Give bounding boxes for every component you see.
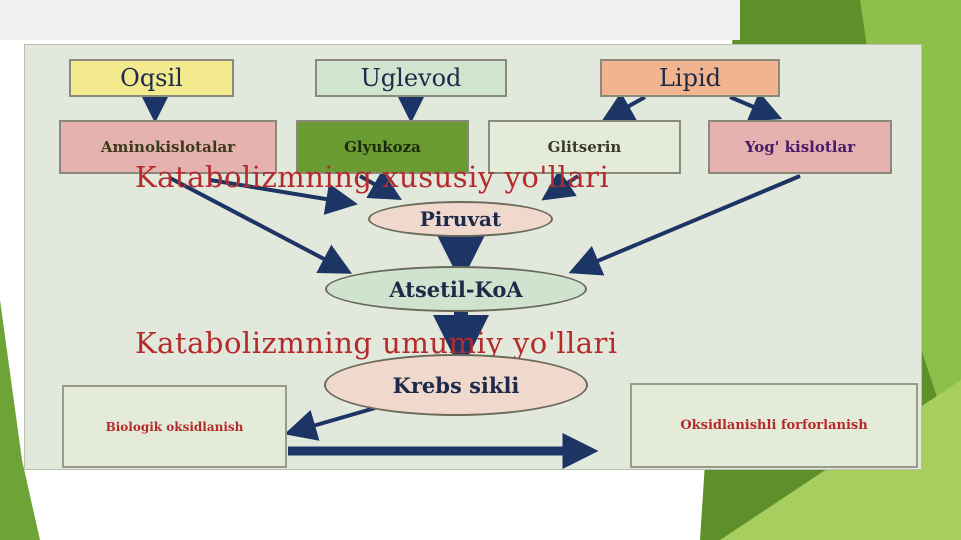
output-box-biologik-oksidlanish: Biologik oksidlanish bbox=[62, 385, 287, 468]
arrow-glitserin-piruvat bbox=[541, 169, 580, 201]
node-krebs-sikli: Krebs sikli bbox=[324, 354, 588, 416]
arrow-krebs-bio bbox=[284, 406, 376, 441]
intermediate-box-glitserin: Glitserin bbox=[488, 120, 681, 174]
output-box-oksidlanishli-forforlanish: Oksidlanishli forforlanish bbox=[630, 383, 918, 468]
arrow-amino-piruvat bbox=[209, 178, 358, 215]
grey-band-top bbox=[0, 0, 740, 40]
green-wedge-left bbox=[0, 300, 40, 540]
heading-common-pathways: Katabolizmning umumiy yo'llari bbox=[135, 326, 618, 360]
source-box-uglevod: Uglevod bbox=[315, 59, 507, 97]
source-box-lipid: Lipid bbox=[600, 59, 780, 97]
source-box-oqsil: Oqsil bbox=[69, 59, 234, 97]
arrow-yog-atsetil bbox=[568, 174, 801, 276]
arrow-lipid-yog bbox=[729, 91, 783, 122]
arrow-amino-atsetil bbox=[169, 176, 353, 274]
heading-specific-pathways: Katabolizmning xususiy yo'llari bbox=[135, 160, 610, 194]
arrow-glyukoza-piruvat bbox=[359, 170, 402, 200]
intermediate-box-yog-kislotlar: Yog' kislotlar bbox=[708, 120, 892, 174]
node-atsetil-koa: Atsetil-KoA bbox=[325, 266, 587, 312]
arrow-lipid-glitserin bbox=[601, 92, 646, 122]
intermediate-box-glyukoza: Glyukoza bbox=[296, 120, 469, 174]
node-piruvat: Piruvat bbox=[368, 201, 553, 237]
intermediate-box-aminokislotalar: Aminokislotalar bbox=[59, 120, 277, 174]
